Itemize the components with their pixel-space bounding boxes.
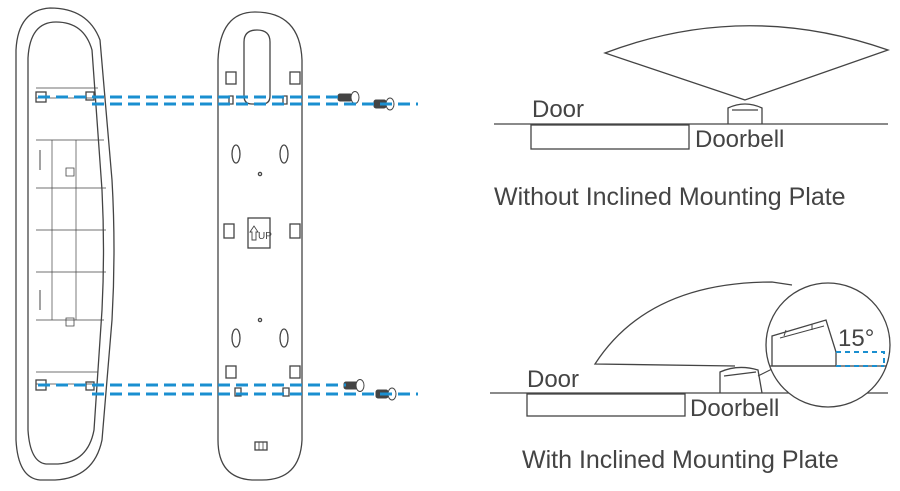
screw-bottom-1 xyxy=(343,379,365,392)
door-label-top: Door xyxy=(532,96,584,123)
door-frame-bottom xyxy=(526,393,686,417)
field-of-view-flat xyxy=(603,25,890,101)
up-mark: UP xyxy=(258,231,272,242)
diagram-without-plate: Door Doorbell Without Inclined Mounting … xyxy=(494,25,890,211)
caption-without-plate: Without Inclined Mounting Plate xyxy=(494,183,846,211)
screw-top-1 xyxy=(337,91,360,104)
door-label-bottom: Door xyxy=(527,366,579,393)
doorbell-inclined xyxy=(719,366,763,394)
angle-label: 15° xyxy=(838,325,874,352)
screws xyxy=(337,91,397,401)
doorbell-back-view xyxy=(15,7,115,481)
caption-with-plate: With Inclined Mounting Plate xyxy=(522,446,839,474)
doorbell-flat xyxy=(727,103,763,124)
alignment-guides xyxy=(38,95,418,396)
diagram-with-plate: 15° Door Doorbell With Inclined Mounting… xyxy=(490,281,891,474)
field-of-view-inclined xyxy=(593,281,793,367)
doorbell-label-top: Doorbell xyxy=(695,126,784,153)
zoom-detail: 15° xyxy=(765,282,891,408)
mounting-plate: UP xyxy=(217,11,303,481)
doorbell-label-bottom: Doorbell xyxy=(690,395,779,422)
door-frame-top xyxy=(530,124,690,150)
